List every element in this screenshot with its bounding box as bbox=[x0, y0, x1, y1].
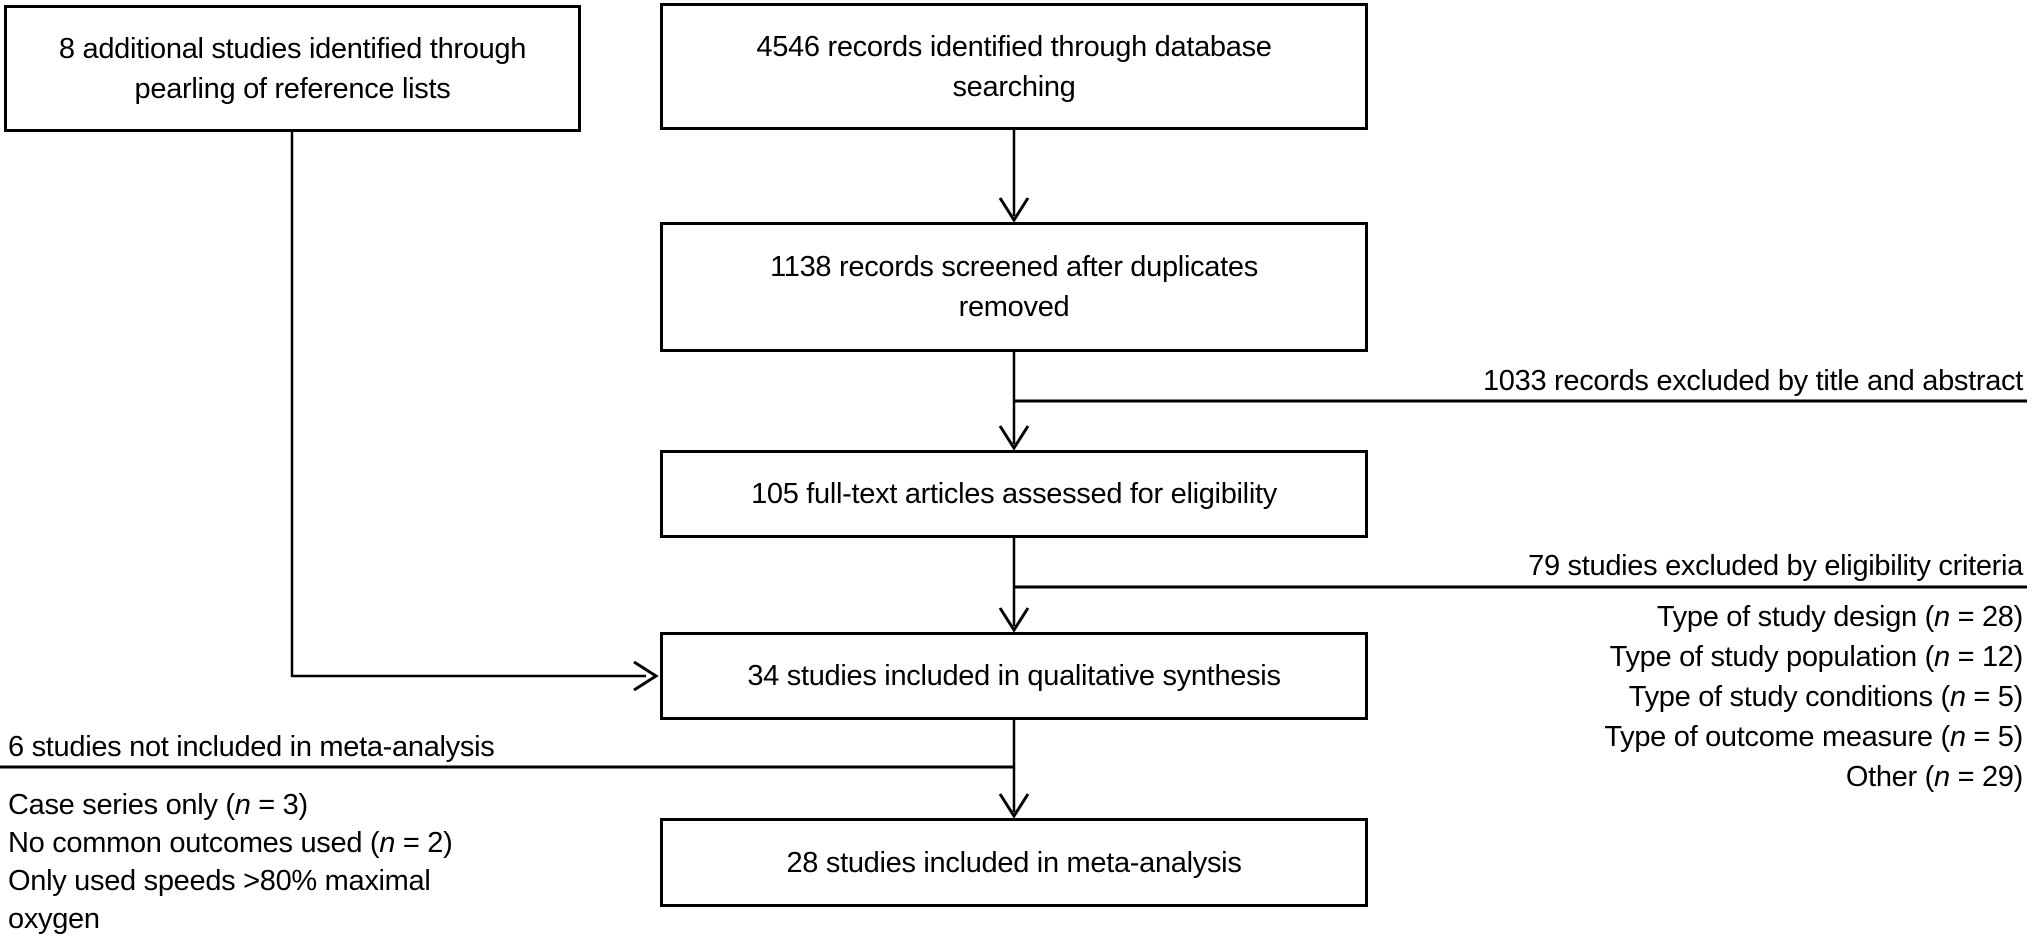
eligibility-excluded-item: Type of study population (n = 12) bbox=[1609, 641, 2024, 673]
box-records-identified-text: 4546 records identified through database… bbox=[756, 30, 1272, 103]
arrowhead-down-meta-icon bbox=[998, 793, 1030, 819]
eligibility-excluded-item: Type of study conditions (n = 5) bbox=[1628, 681, 2024, 713]
eligibility-excluded-item: Type of study design (n = 28) bbox=[1656, 601, 2023, 633]
annotation-eligibility-excluded-heading: 79 studies excluded by eligibility crite… bbox=[1528, 550, 2023, 582]
not-in-meta-item: Case series only (n = 3) bbox=[8, 789, 308, 821]
arrowhead-right-qualitative-icon bbox=[633, 660, 659, 692]
box-qualitative-synthesis-text: 34 studies included in qualitative synth… bbox=[747, 660, 1281, 692]
box-meta-analysis: 28 studies included in meta-analysis bbox=[660, 818, 1368, 907]
arrowhead-down-fulltext-icon bbox=[998, 425, 1030, 451]
arrowhead-down-screened-icon bbox=[998, 197, 1030, 223]
box-fulltext-assessed: 105 full-text articles assessed for elig… bbox=[660, 450, 1368, 538]
box-records-identified: 4546 records identified through database… bbox=[660, 3, 1368, 130]
box-pearling-text: 8 additional studies identified through … bbox=[58, 32, 527, 105]
box-records-screened: 1138 records screened after duplicates r… bbox=[660, 222, 1368, 352]
eligibility-excluded-item: Other (n = 29) bbox=[1845, 761, 2023, 793]
connector-pearling-to-qualitative bbox=[290, 131, 646, 678]
not-in-meta-item: Only used speeds >80% maximal oxygen upt… bbox=[8, 865, 431, 935]
box-meta-analysis-text: 28 studies included in meta-analysis bbox=[786, 846, 1242, 879]
annotation-title-abstract-excluded: 1033 records excluded by title and abstr… bbox=[1482, 365, 2023, 397]
eligibility-excluded-item: Type of outcome measure (n = 5) bbox=[1604, 721, 2023, 753]
box-qualitative-synthesis: 34 studies included in qualitative synth… bbox=[660, 632, 1368, 720]
annotation-not-in-meta-heading: 6 studies not included in meta-analysis bbox=[8, 731, 495, 763]
annotation-not-in-meta-items: Case series only (n = 3) No common outcom… bbox=[8, 786, 478, 937]
box-pearling: 8 additional studies identified through … bbox=[4, 5, 581, 132]
annotation-eligibility-excluded-items: Type of study design (n = 28) Type of stu… bbox=[1604, 597, 2023, 797]
box-fulltext-assessed-text: 105 full-text articles assessed for elig… bbox=[751, 478, 1277, 510]
box-records-screened-text: 1138 records screened after duplicates r… bbox=[770, 251, 1258, 323]
arrowhead-down-qualitative-icon bbox=[998, 607, 1030, 633]
not-in-meta-item: No common outcomes used (n = 2) bbox=[8, 827, 453, 859]
